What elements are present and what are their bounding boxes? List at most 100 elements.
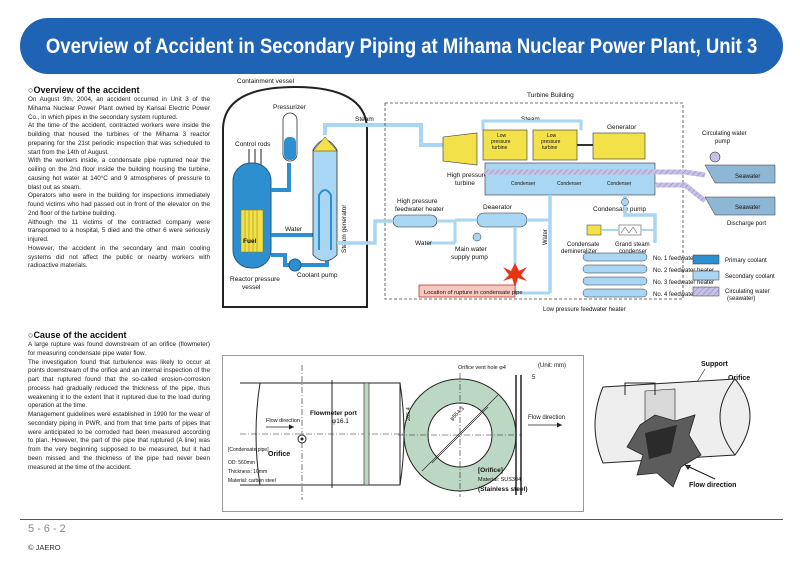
dim-5: 5 bbox=[532, 375, 536, 381]
orifice-bracket-label: [Orifice] bbox=[478, 467, 503, 474]
plant-diagram: Containment vessel Pressurizer Control r… bbox=[222, 78, 776, 313]
feedwater-heater-label: No. 4 feedwater heater bbox=[653, 292, 714, 298]
reactor-vessel-label-1: Reactor pressure bbox=[230, 276, 280, 283]
grand-steam-condenser-label-2: condenser bbox=[619, 249, 647, 255]
lp-turbine-b bbox=[532, 129, 578, 161]
orifice-vent-hole-label: Orifice vent hole φ4 bbox=[458, 365, 506, 371]
hp-feedwater-heater bbox=[392, 214, 438, 228]
deaerator-label: Deaerator bbox=[483, 204, 513, 211]
turbine-building-label: Turbine Building bbox=[527, 92, 574, 99]
water-bottom-label: Water bbox=[415, 240, 433, 247]
rupture-location-box bbox=[418, 284, 516, 298]
copyright: © JAERO bbox=[28, 543, 61, 552]
fuel-label: Fuel bbox=[243, 238, 257, 245]
ruptured-pipe-illustration: Support Orifice Flow direction bbox=[594, 361, 751, 489]
stainless-label: (Stainless steel) bbox=[478, 486, 528, 493]
condensate-demineralizer bbox=[586, 224, 602, 236]
overview-paragraph: Operators who were in the building for i… bbox=[28, 192, 210, 217]
title-banner: Overview of Accident in Secondary Piping… bbox=[20, 18, 783, 74]
main-pump-label-1: Main water bbox=[455, 246, 488, 253]
rupture-marker bbox=[503, 263, 527, 287]
reactor-vessel-label-2: vessel bbox=[242, 284, 261, 291]
generator-label: Generator bbox=[607, 124, 637, 131]
pipe-figure: (Unit: mm) Flowmeter port φ16.1 Flow dir… bbox=[222, 355, 584, 512]
legend-primary: Primary coolant bbox=[725, 258, 767, 264]
circulating-pump-label-2: pump bbox=[715, 139, 731, 145]
control-rods-label: Control rods bbox=[235, 141, 271, 148]
cause-heading: ○Cause of the accident bbox=[28, 330, 127, 340]
hp-turbine-label-1: High pressure bbox=[447, 172, 488, 179]
water-label: Water bbox=[285, 226, 303, 233]
cause-paragraph: The investigation found that turbulence … bbox=[28, 358, 210, 410]
orifice-label: Orifice bbox=[268, 451, 290, 458]
orifice-photo-label: Orifice bbox=[728, 375, 750, 382]
generator bbox=[592, 132, 646, 160]
feedwater-heater-label: No. 1 feedwater heater bbox=[653, 256, 714, 262]
grand-steam-condenser-label-1: Grand steam bbox=[615, 242, 650, 248]
flowmeter-port-label: Flowmeter port bbox=[310, 410, 358, 417]
dim-2654: 265.4 bbox=[406, 407, 412, 421]
seawater-label: Seawater bbox=[735, 205, 760, 211]
circulating-pump-label-1: Circulating water bbox=[702, 131, 747, 137]
main-pump-label-2: supply pump bbox=[451, 254, 488, 261]
pipe-od: OD: 560mm bbox=[228, 460, 255, 466]
cause-section: ○Cause of the accident A large rupture w… bbox=[28, 330, 210, 472]
unit-label: (Unit: mm) bbox=[538, 363, 566, 369]
lp-turbine-a bbox=[482, 129, 528, 161]
seawater-discharge bbox=[704, 196, 776, 216]
condenser-label: Condenser bbox=[557, 181, 582, 187]
coolant-pump-label: Coolant pump bbox=[297, 272, 338, 279]
condenser-label: Condenser bbox=[511, 181, 536, 187]
legend-circulating-2: (seawater) bbox=[727, 296, 755, 302]
overview-paragraph: However, the accident in the secondary a… bbox=[28, 244, 210, 270]
overview-heading: ○Overview of the accident bbox=[28, 85, 140, 95]
pipe-thickness: Thickness: 10mm bbox=[228, 469, 267, 475]
footer-rule bbox=[20, 519, 783, 520]
lp-turbine-b-label: pressure bbox=[541, 139, 561, 145]
seawater-label: Seawater bbox=[735, 174, 760, 180]
flow-direction-right-label: Flow direction bbox=[528, 415, 565, 421]
flow-direction-label: Flow direction bbox=[266, 418, 300, 424]
condensate-demineralizer-label-2: demineralizer bbox=[561, 249, 597, 255]
orifice-material: Material: SUS304 bbox=[478, 477, 521, 483]
support-label: Support bbox=[701, 361, 728, 368]
water-vertical-label: Water bbox=[543, 229, 549, 245]
hp-turbine bbox=[442, 132, 478, 166]
main-water-supply-pump bbox=[472, 232, 482, 242]
overview-paragraph: Although the 11 victims of the contracte… bbox=[28, 218, 210, 244]
overview-section: ○Overview of the accident On August 9th,… bbox=[28, 85, 210, 271]
coolant-pump bbox=[288, 258, 302, 272]
feedwater-heater-label: No. 2 feedwater heater bbox=[653, 268, 714, 274]
lp-turbine-a-label: turbine bbox=[492, 145, 508, 151]
discharge-port-label: Discharge port bbox=[727, 221, 766, 227]
lp-turbine-b-label: turbine bbox=[542, 145, 558, 151]
condensate-pipe-label: [Condensate pipe] bbox=[228, 447, 269, 453]
condensate-demineralizer-label-1: Condensate bbox=[567, 242, 600, 248]
rupture-location-label: Location of rupture in condensate pipe bbox=[424, 290, 523, 296]
lp-feedwater-heater-label: Low pressure feedwater heater bbox=[543, 307, 626, 313]
orifice-plate bbox=[363, 382, 370, 486]
legend-circulating: Circulating water bbox=[725, 289, 770, 295]
feedwater-heater-label: No. 3 feedwater heater bbox=[653, 280, 714, 286]
phi161-label: φ16.1 bbox=[332, 418, 349, 425]
steam-generator bbox=[312, 139, 338, 262]
steam-generator-label: Steam generator bbox=[341, 204, 348, 253]
steam-label: Steam bbox=[355, 116, 374, 123]
condenser-label: Condenser bbox=[607, 181, 632, 187]
hp-turbine-label-2: turbine bbox=[455, 180, 475, 187]
page-number: 5-6-2 bbox=[28, 523, 69, 535]
legend: Primary coolant Secondary coolant Circul… bbox=[692, 254, 775, 302]
page-title: Overview of Accident in Secondary Piping… bbox=[45, 33, 758, 58]
hp-feedwater-heater-label-2: feedwater heater bbox=[395, 206, 445, 213]
containment-vessel-label: Containment vessel bbox=[237, 78, 295, 85]
condensate-pump-label: Condensate pump bbox=[593, 206, 647, 213]
grand-steam-condenser bbox=[618, 224, 642, 236]
lp-turbine-a-label: pressure bbox=[491, 139, 511, 145]
fuel bbox=[240, 209, 264, 253]
pressurizer-label: Pressurizer bbox=[273, 104, 307, 111]
cause-paragraph: Management guidelines were established i… bbox=[28, 411, 210, 471]
overview-paragraph: At the time of the accident, contracted … bbox=[28, 122, 210, 156]
turbine-building bbox=[384, 102, 684, 300]
overview-paragraph: On August 9th, 2004, an accident occurre… bbox=[28, 96, 210, 121]
hp-feedwater-heater-label-1: High pressure bbox=[397, 198, 438, 205]
